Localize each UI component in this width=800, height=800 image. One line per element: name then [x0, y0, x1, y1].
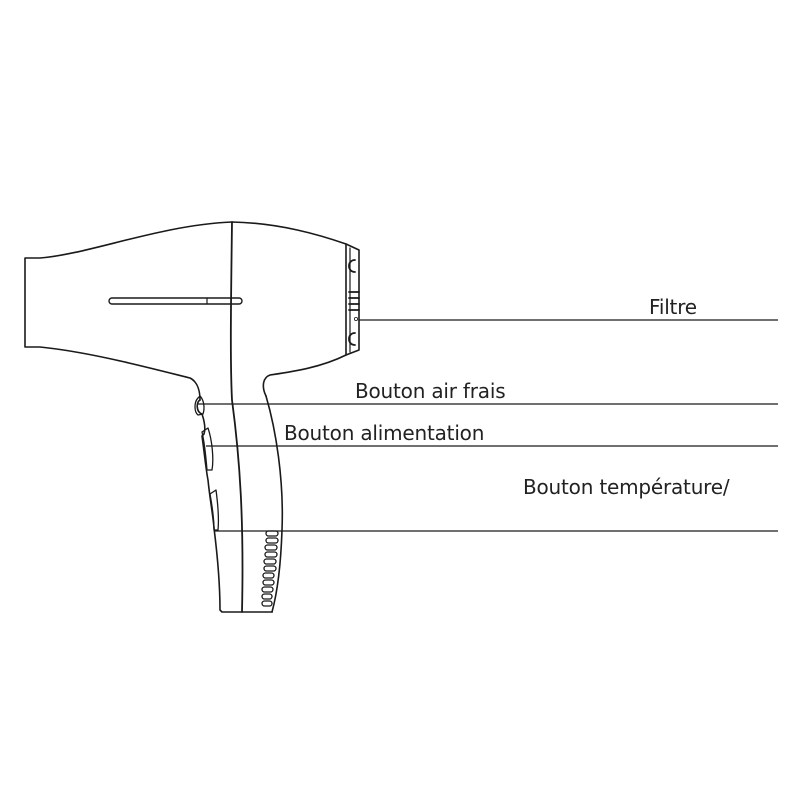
label-filtre: Filtre — [649, 295, 697, 319]
side-slot — [108, 297, 243, 305]
handle-rear — [265, 395, 284, 613]
label-bouton-air-frais: Bouton air frais — [355, 379, 506, 403]
dryer-body-outline — [24, 221, 347, 401]
temperature-button — [209, 489, 220, 531]
filter-cap — [345, 243, 360, 356]
power-button — [201, 427, 214, 471]
label-bouton-alimentation: Bouton alimentation — [284, 421, 485, 445]
label-bouton-temperature: Bouton température/ — [523, 475, 730, 499]
grip-ribs — [261, 530, 279, 607]
cool-air-button — [194, 395, 205, 416]
center-seam — [229, 221, 244, 613]
handle-front — [196, 399, 273, 613]
